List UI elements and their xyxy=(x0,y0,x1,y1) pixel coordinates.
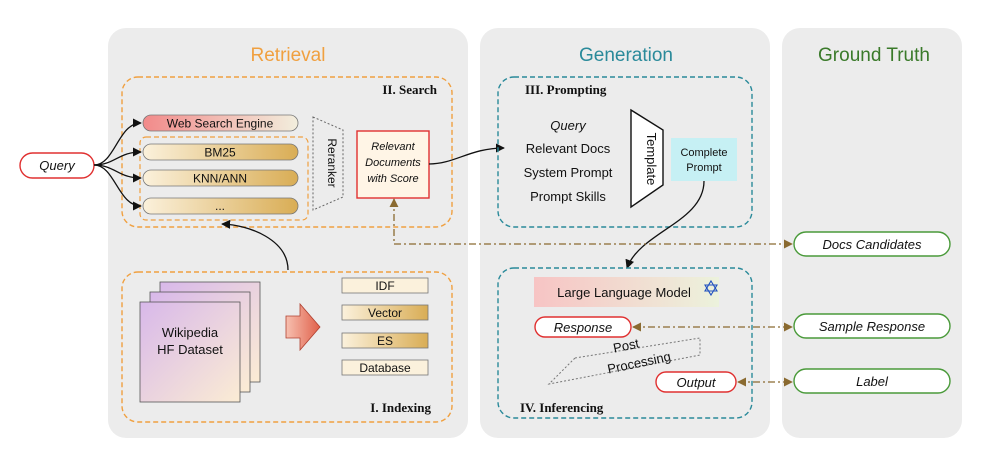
prompt-item-system-prompt: System Prompt xyxy=(524,165,613,180)
database-index-label: Database xyxy=(359,361,411,375)
llm-box xyxy=(534,277,719,307)
template-shape xyxy=(630,108,664,209)
reranker-shape xyxy=(312,116,344,211)
idf-index-label: IDF xyxy=(375,279,394,293)
relevant-documents-line1: Relevant xyxy=(371,141,415,153)
reranker-label: Reranker xyxy=(325,138,339,187)
docs-candidates-label: Docs Candidates xyxy=(823,237,922,252)
search-title: II. Search xyxy=(382,82,437,97)
star-of-david-icon xyxy=(704,279,718,297)
es-index-label: ES xyxy=(377,334,393,348)
post-processing-shape xyxy=(547,337,701,385)
database-index xyxy=(341,359,429,376)
bm25-label: BM25 xyxy=(204,146,236,160)
ground-truth-title: Ground Truth xyxy=(818,45,930,66)
web-search-engine-label: Web Search Engine xyxy=(167,117,274,131)
query-to-more-arrow xyxy=(93,164,142,211)
response-node xyxy=(534,316,632,338)
query-label: Query xyxy=(39,158,76,173)
sample-response-node xyxy=(793,313,951,339)
es-index xyxy=(341,332,429,349)
dataset-line1: Wikipedia xyxy=(162,325,219,340)
label-node xyxy=(793,368,951,394)
docs-compare-arrow xyxy=(389,198,793,249)
sample-response-label: Sample Response xyxy=(819,319,925,334)
indexing-box xyxy=(121,271,453,423)
prompt-item-relevant-docs: Relevant Docs xyxy=(526,141,611,156)
bm25-bar xyxy=(142,143,299,161)
knn-ann-label: KNN/ANN xyxy=(193,172,247,186)
index-to-search-arrow xyxy=(221,219,289,271)
generation-title: Generation xyxy=(579,45,673,66)
post-processing-line1: Post xyxy=(612,335,641,355)
llm-label: Large Language Model xyxy=(557,285,691,300)
indexing-big-arrow xyxy=(285,302,321,352)
response-label: Response xyxy=(554,320,613,335)
idf-index xyxy=(341,277,429,294)
retrieval-title: Retrieval xyxy=(251,45,326,66)
complete-prompt-box xyxy=(671,138,737,181)
more-retrievers-label: ... xyxy=(215,199,225,213)
knn-ann-bar xyxy=(142,169,299,187)
query-to-web-arrow xyxy=(93,118,142,166)
more-retrievers-bar xyxy=(142,197,299,215)
web-search-engine-bar xyxy=(142,114,299,132)
dataset-line2: HF Dataset xyxy=(157,342,223,357)
prompt-item-prompt-skills: Prompt Skills xyxy=(530,189,606,204)
template-label: Template xyxy=(644,133,659,186)
complete-prompt-line2: Prompt xyxy=(686,162,721,174)
output-node xyxy=(655,371,737,393)
prompt-item-query: Query xyxy=(550,118,587,133)
relevant-documents-line2: Documents xyxy=(365,157,421,169)
vector-index xyxy=(341,304,429,321)
search-box xyxy=(121,76,453,228)
vector-index-label: Vector xyxy=(368,306,402,320)
dataset-page-front xyxy=(139,301,241,403)
output-label: Output xyxy=(676,375,716,390)
complete-prompt-line1: Complete xyxy=(680,147,727,159)
indexing-title: I. Indexing xyxy=(370,400,431,415)
label-label: Label xyxy=(856,374,889,389)
inferencing-title: IV. Inferencing xyxy=(520,400,604,415)
prompting-title: III. Prompting xyxy=(525,82,607,97)
relevant-documents-line3: with Score xyxy=(367,173,418,185)
docs-candidates-node xyxy=(793,231,951,257)
inferencing-box xyxy=(497,267,753,419)
docs-to-prompt-arrow xyxy=(428,143,505,165)
